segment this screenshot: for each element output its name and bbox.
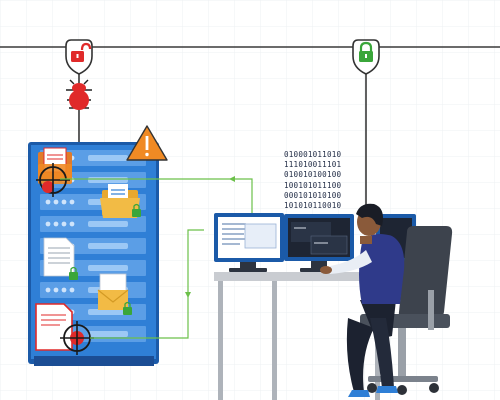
- crosshair-target-icon: [36, 163, 70, 197]
- binary-line: 101010110010: [284, 201, 342, 211]
- binary-line: 010010100100: [284, 170, 342, 180]
- bug-icon: [66, 79, 92, 110]
- locked-padlock-icon: [352, 39, 380, 75]
- warning-triangle-icon: [126, 125, 168, 161]
- folder-icon: [100, 184, 140, 218]
- monitor-left: [214, 213, 284, 272]
- binary-code-block: 010001011010 111010011101 010010100100 1…: [284, 150, 374, 211]
- small-lock-icon: [123, 301, 132, 315]
- binary-line: 000101010100: [284, 190, 342, 200]
- document-icon: [43, 237, 75, 277]
- data-flow-arrows: [60, 178, 253, 339]
- person-at-computer: [320, 203, 405, 397]
- arrowhead-icon: [185, 292, 191, 298]
- binary-line: 100101011100: [284, 180, 342, 190]
- small-lock-icon: [69, 266, 78, 280]
- small-lock-icon: [132, 203, 141, 217]
- unlocked-padlock-icon: [65, 39, 93, 75]
- infected-document-icon: [35, 303, 73, 351]
- binary-line: 111010011101: [284, 160, 342, 170]
- envelope-icon: [97, 273, 129, 310]
- arrowhead-icon: [229, 176, 235, 182]
- binary-line: 010001011010: [284, 150, 342, 159]
